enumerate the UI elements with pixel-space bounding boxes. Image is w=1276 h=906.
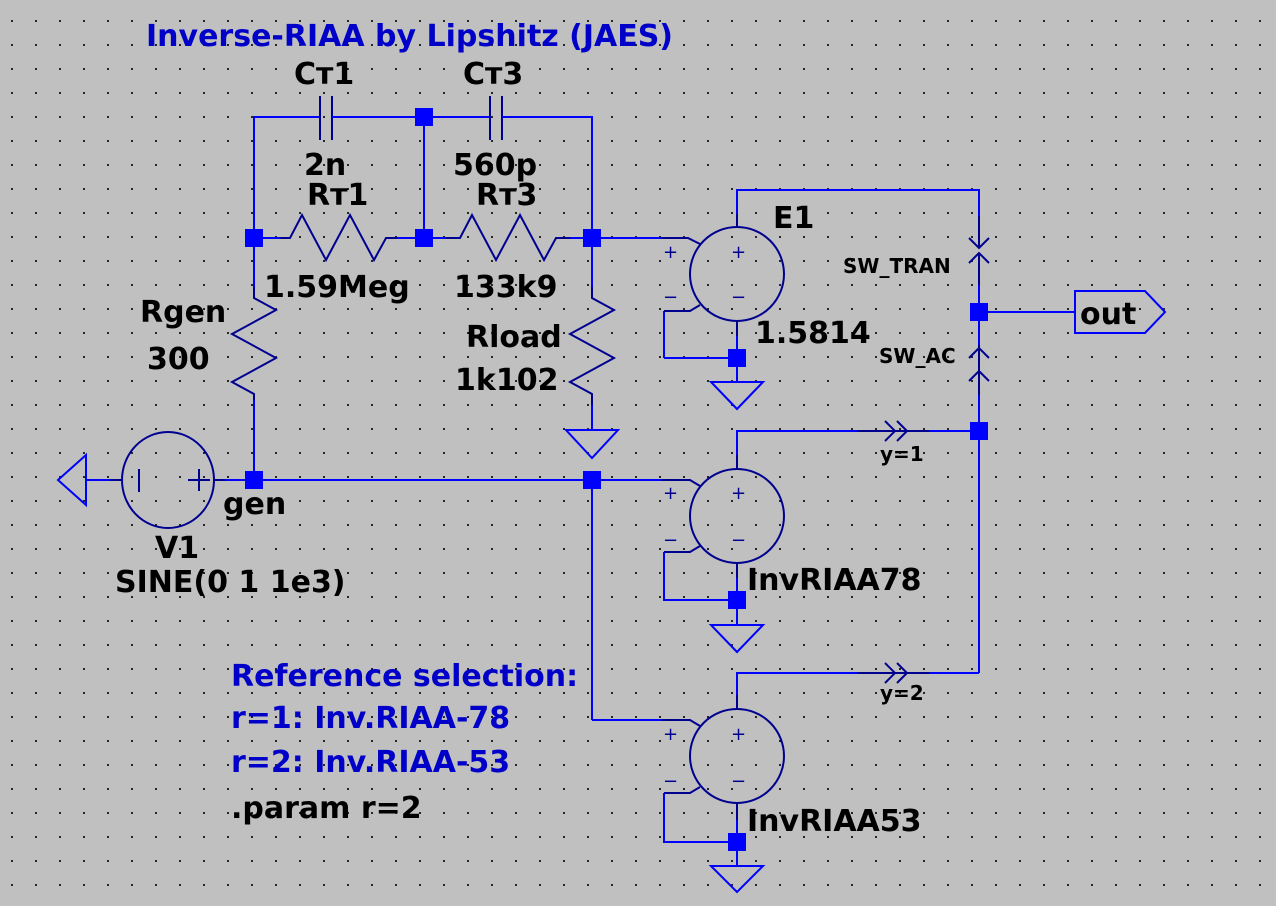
rgen-value-label: 300 xyxy=(147,342,210,377)
junction-dot xyxy=(583,229,601,247)
capacitor-ct3[interactable] xyxy=(424,96,593,238)
svg-text:+: + xyxy=(731,242,746,263)
rt3-name-label: Rт3 xyxy=(476,178,537,213)
vcvs-invriaa78[interactable] xyxy=(662,420,979,654)
junction-dot xyxy=(728,833,746,851)
svg-text:−: − xyxy=(731,771,746,792)
junctions xyxy=(245,108,988,851)
ground-icon xyxy=(708,865,766,894)
junction-dot xyxy=(245,471,263,489)
junction-dot xyxy=(970,303,988,321)
svg-text:−: − xyxy=(663,287,678,308)
svg-text:+: + xyxy=(663,483,678,504)
net-switch xyxy=(968,251,1075,673)
ground-icon xyxy=(708,381,766,411)
comment-line-1: r=1: Inv.RIAA-78 xyxy=(231,701,510,736)
comment-heading: Reference selection: xyxy=(231,659,578,694)
resistor-rload[interactable] xyxy=(563,238,621,460)
param-directive[interactable]: .param r=2 xyxy=(231,791,422,826)
rt1-value-label: 1.59Meg xyxy=(264,270,410,305)
capacitor-ct1[interactable] xyxy=(253,96,424,238)
resistor-rt1[interactable] xyxy=(254,212,424,263)
rload-name-label: Rload xyxy=(466,320,562,355)
y2-label: y=2 xyxy=(880,681,924,705)
junction-dot xyxy=(728,349,746,367)
y1-label: y=1 xyxy=(880,442,924,466)
ground-icon xyxy=(563,429,621,460)
rload-value-label: 1k102 xyxy=(455,363,558,398)
voltage-source-v1[interactable] xyxy=(56,431,226,529)
junction-dot xyxy=(583,471,601,489)
rt3-value-label: 133k9 xyxy=(454,270,557,305)
ct1-name-label: Cт1 xyxy=(294,57,354,92)
resistor-rt3[interactable] xyxy=(424,212,592,263)
e1-value-label: 1.5814 xyxy=(755,316,871,351)
gen-net-label: gen xyxy=(223,487,286,522)
svg-text:−: − xyxy=(663,530,678,551)
v1-value-label: SINE(0 1 1e3) xyxy=(115,565,346,600)
svg-text:−: − xyxy=(731,530,746,551)
vcvs-e1[interactable] xyxy=(592,189,990,411)
ct3-name-label: Cт3 xyxy=(463,57,523,92)
out-port-label[interactable]: out xyxy=(1080,297,1136,332)
sw-ac-label: SW_AC xyxy=(879,344,956,368)
rt1-name-label: Rт1 xyxy=(307,178,368,213)
ct3-value-label: 560p xyxy=(453,148,537,183)
junction-dot xyxy=(245,229,263,247)
comment-line-2: r=2: Inv.RIAA-53 xyxy=(231,745,510,780)
svg-text:+: + xyxy=(663,242,678,263)
e1-name-label: E1 xyxy=(773,201,814,236)
vcvs-invriaa53[interactable] xyxy=(662,662,979,894)
ct1-value-label: 2n xyxy=(304,148,346,183)
schematic-title: Inverse-RIAA by Lipshitz (JAES) xyxy=(146,19,673,54)
svg-text:−: − xyxy=(663,771,678,792)
invriaa53-name-label: InvRIAA53 xyxy=(747,804,922,839)
polarity-marks: + + − − + + − − + + − − xyxy=(663,242,746,792)
svg-text:+: + xyxy=(731,483,746,504)
v1-name-label: V1 xyxy=(155,531,199,566)
junction-dot xyxy=(415,108,433,126)
invriaa78-name-label: InvRIAA78 xyxy=(747,563,922,598)
svg-text:+: + xyxy=(663,724,678,745)
port-out[interactable] xyxy=(1074,290,1167,334)
svg-text:−: − xyxy=(731,287,746,308)
junction-dot xyxy=(415,229,433,247)
svg-text:+: + xyxy=(731,724,746,745)
ground-icon xyxy=(56,452,87,508)
junction-dot xyxy=(970,422,988,440)
ground-icon xyxy=(708,624,766,654)
sw-tran-label: SW_TRAN xyxy=(843,254,951,278)
junction-dot xyxy=(728,591,746,609)
rgen-name-label: Rgen xyxy=(140,295,226,330)
